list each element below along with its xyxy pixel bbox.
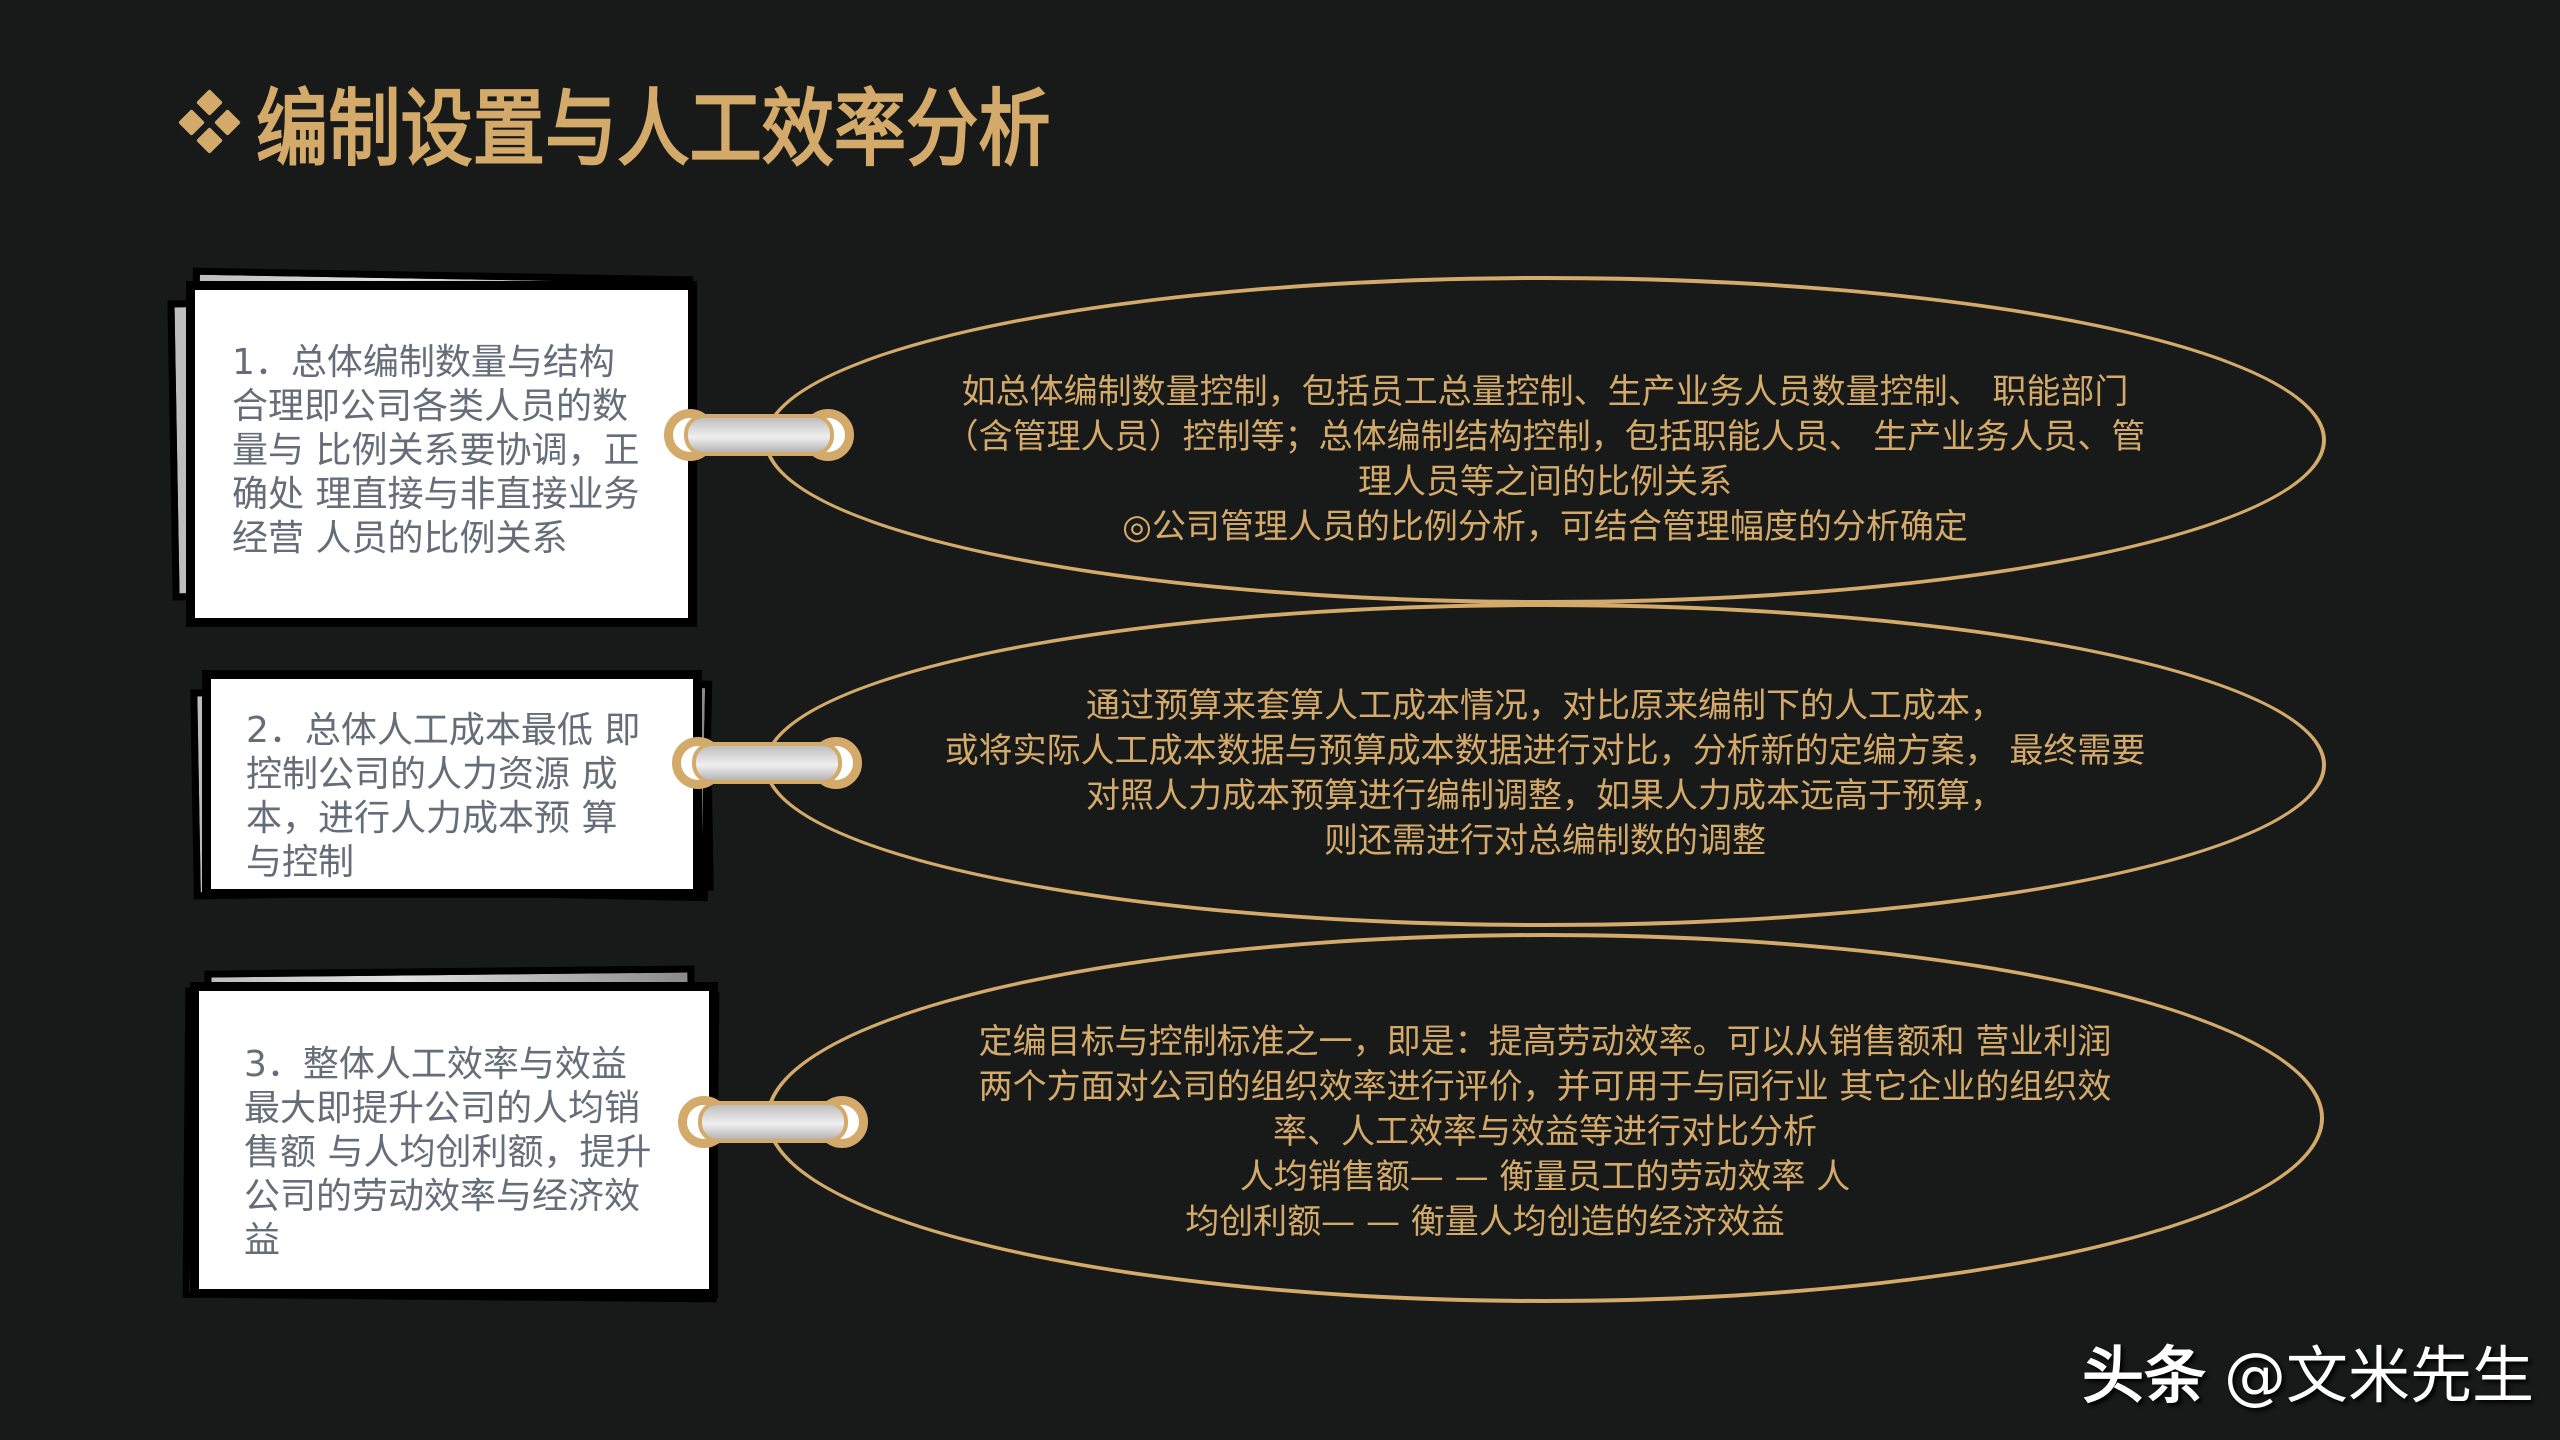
detail-text: 如总体编制数量控制，包括员工总量控制、生产业务人员数量控制、 职能部门 （含管理…: [944, 372, 2146, 547]
slide-title: 编制设置与人工效率分析: [176, 72, 1180, 178]
detail-text: 定编目标与控制标准之一，即是：提高劳动效率。可以从销售额和 营业利润 两个方面对…: [978, 1022, 2112, 1242]
detail-text: 通过预算来套算人工成本情况，对比原来编制下的人工成本， 或将实际人工成本数据与预…: [944, 686, 2146, 861]
summary-card: 2．总体人工成本最低 即 控制公司的人力资源 成 本，进行人力成本预 算 与控制: [202, 670, 702, 898]
watermark-handle: @文米先生: [2223, 1339, 2534, 1412]
diamond-bullet-icon: [176, 89, 242, 155]
title-text: 编制设置与人工效率分析: [256, 79, 1051, 178]
summary-card: 3．整体人工效率与效益 最大即提升公司的人均销 售额 与人均创利额，提升 公司的…: [190, 982, 718, 1298]
card-text: 3．整体人工效率与效益 最大即提升公司的人均销 售额 与人均创利额，提升 公司的…: [244, 1044, 652, 1261]
connector-clip-icon: [664, 405, 854, 465]
connector-clip-icon: [672, 733, 862, 793]
card-text: 2．总体人工成本最低 即 控制公司的人力资源 成 本，进行人力成本预 算 与控制: [246, 710, 641, 883]
summary-card: 1．总体编制数量与结构 合理即公司各类人员的数 量与 比例关系要协调，正 确处 …: [186, 281, 697, 627]
card-text: 1．总体编制数量与结构 合理即公司各类人员的数 量与 比例关系要协调，正 确处 …: [232, 342, 640, 559]
connector-clip-icon: [678, 1092, 868, 1152]
watermark-brand: 头条: [2081, 1339, 2206, 1412]
watermark: 头条@文米先生: [2082, 1325, 2534, 1415]
